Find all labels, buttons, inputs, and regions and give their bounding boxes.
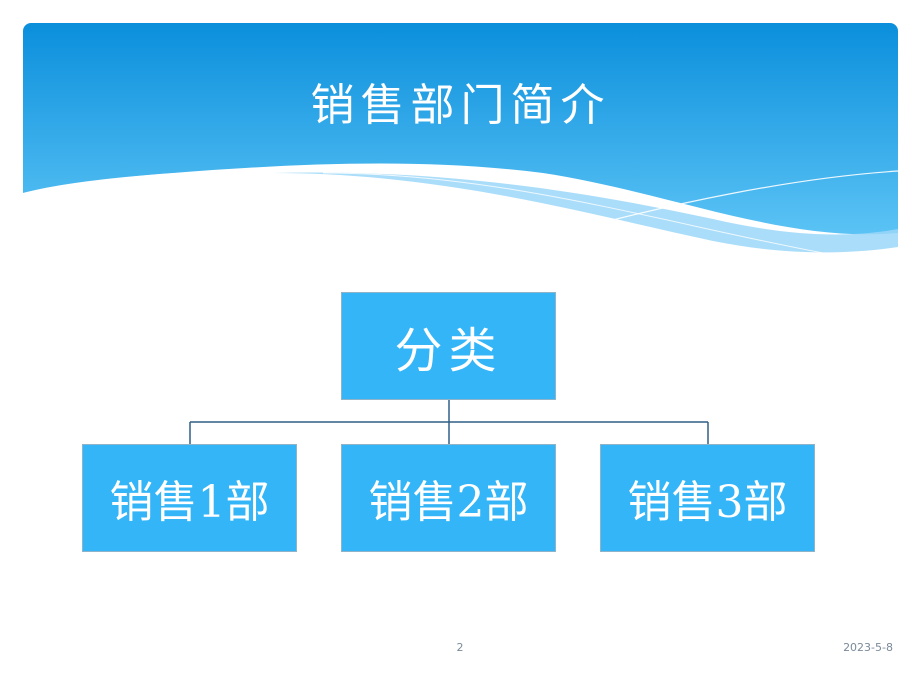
slide-date: 2023-5-8 [843,641,893,654]
org-chart-root-node: 分类 [341,292,556,400]
slide-header-banner: 销售部门简介 [23,23,898,263]
org-chart-node-sales-1: 销售1部 [82,444,297,552]
header-wave-background [23,23,898,263]
org-chart-node-sales-3: 销售3部 [600,444,815,552]
slide-page-number: 2 [456,641,464,654]
org-chart-node-sales-2: 销售2部 [341,444,556,552]
slide-title: 销售部门简介 [310,80,611,131]
